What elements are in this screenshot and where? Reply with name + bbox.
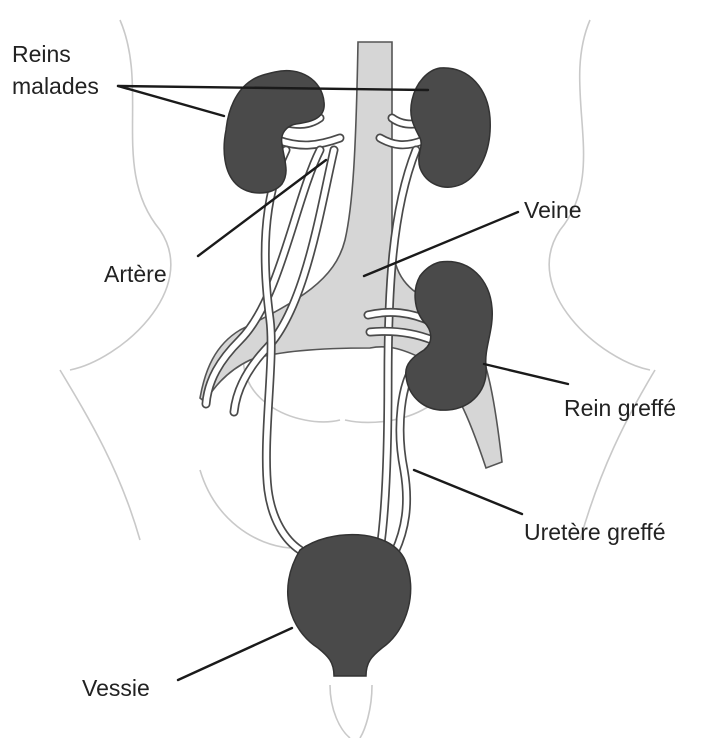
label-diseased-kidneys-line1: Reins <box>12 41 71 67</box>
bladder <box>288 535 411 676</box>
label-vein: Veine <box>524 197 582 223</box>
label-bladder: Vessie <box>82 675 150 701</box>
leader-transplanted-ureter <box>414 470 522 514</box>
leader-bladder <box>178 628 292 680</box>
diseased-kidney-right <box>411 68 490 187</box>
leader-diseased-kidney-left <box>118 86 224 116</box>
label-transplanted-ureter: Uretère greffé <box>524 519 665 545</box>
label-diseased-kidneys-line2: malades <box>12 73 99 99</box>
leader-transplanted-kidney <box>484 364 568 384</box>
label-transplanted-kidney: Rein greffé <box>564 395 676 421</box>
label-artery: Artère <box>104 261 167 287</box>
